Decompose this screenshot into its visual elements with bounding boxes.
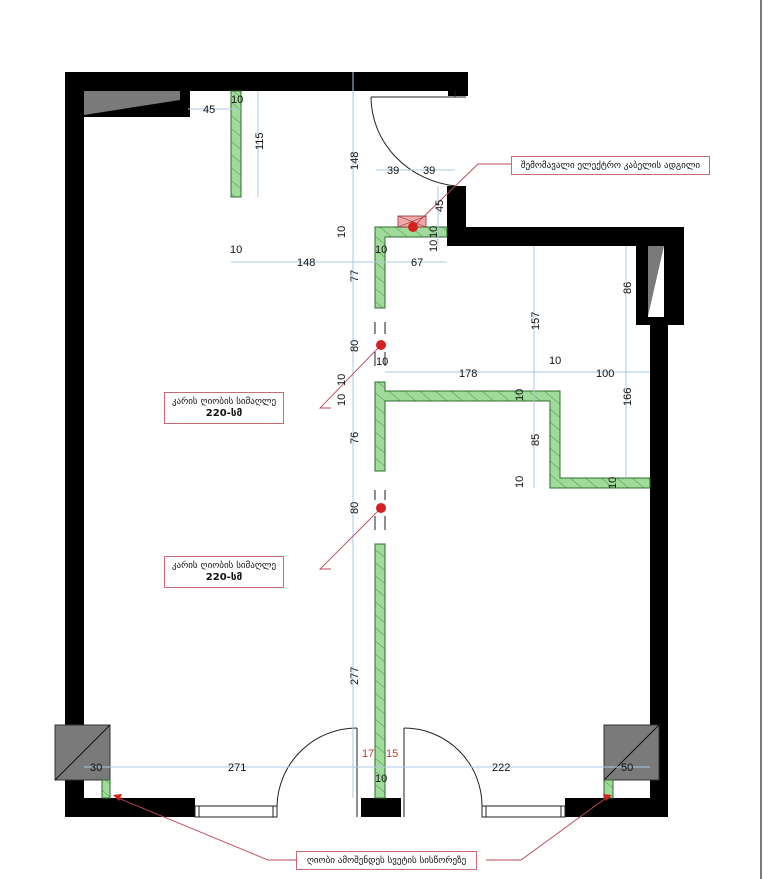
svg-text:15: 15 bbox=[386, 748, 398, 760]
svg-text:166: 166 bbox=[622, 388, 634, 406]
column-bottom-left bbox=[54, 724, 111, 781]
svg-text:45: 45 bbox=[203, 104, 215, 116]
svg-text:178: 178 bbox=[459, 368, 477, 380]
cable-marker bbox=[408, 222, 418, 232]
niche-wedge-top-left bbox=[84, 91, 180, 115]
door-opening-note-2: კარის ღიობის სიმაღლე 220-სმ bbox=[164, 556, 284, 588]
svg-text:10: 10 bbox=[336, 394, 348, 406]
svg-text:10: 10 bbox=[376, 356, 388, 368]
page-edge bbox=[760, 0, 762, 879]
svg-text:77: 77 bbox=[349, 270, 361, 282]
svg-text:86: 86 bbox=[622, 282, 634, 294]
door-opening-note-1: კარის ღიობის სიმაღლე 220-სმ bbox=[164, 392, 284, 424]
door-openings bbox=[374, 322, 386, 530]
opening-closure-note: ღიობი ამოშენდეს სვეტის სისწორეზე bbox=[296, 851, 477, 870]
svg-text:10: 10 bbox=[375, 244, 387, 256]
svg-text:115: 115 bbox=[254, 132, 266, 150]
door-bottom-right bbox=[403, 727, 483, 817]
svg-text:10: 10 bbox=[428, 226, 440, 238]
arrow-head-left bbox=[113, 794, 122, 801]
door-opening-note-2-line2: 220-სმ bbox=[205, 572, 243, 583]
door-opening-note-1-line2: 220-სმ bbox=[205, 408, 243, 419]
svg-text:10: 10 bbox=[375, 773, 387, 785]
opening-marker-top bbox=[376, 340, 386, 350]
svg-text:17: 17 bbox=[362, 748, 374, 760]
svg-text:10: 10 bbox=[231, 94, 243, 106]
window-bottom-left bbox=[194, 805, 278, 818]
svg-text:222: 222 bbox=[492, 762, 510, 774]
svg-text:10: 10 bbox=[230, 244, 242, 256]
column-bottom-right bbox=[603, 724, 660, 781]
svg-text:10: 10 bbox=[607, 477, 619, 489]
svg-text:10: 10 bbox=[549, 355, 561, 367]
existing-walls bbox=[65, 72, 684, 817]
cable-entry-note: შემომავალი ელექტრო კაბელის ადგილი bbox=[511, 156, 710, 175]
svg-text:10: 10 bbox=[514, 476, 526, 488]
dimension-labels: 45 10 115 148 39 39 45 10 10 10 148 67 1… bbox=[90, 94, 634, 785]
opening-marker-bottom bbox=[376, 503, 386, 513]
cable-entry-box bbox=[397, 215, 427, 228]
svg-text:76: 76 bbox=[349, 432, 361, 444]
svg-text:148: 148 bbox=[349, 152, 361, 170]
svg-text:100: 100 bbox=[596, 368, 614, 380]
svg-text:39: 39 bbox=[387, 165, 399, 177]
svg-text:39: 39 bbox=[423, 165, 435, 177]
window-bottom-right bbox=[481, 805, 566, 818]
arrow-head-right bbox=[603, 794, 612, 801]
door-opening-note-1-line1: კარის ღიობის სიმაღლე bbox=[171, 397, 277, 407]
svg-text:148: 148 bbox=[297, 257, 315, 269]
door-opening-note-2-line1: კარის ღიობის სიმაღლე bbox=[171, 561, 277, 571]
svg-text:271: 271 bbox=[228, 762, 246, 774]
cable-entry-note-text: შემომავალი ელექტრო კაბელის ადგილი bbox=[520, 161, 701, 171]
svg-text:157: 157 bbox=[530, 312, 542, 330]
svg-text:277: 277 bbox=[349, 667, 361, 685]
dimension-lines bbox=[84, 72, 650, 798]
svg-text:80: 80 bbox=[349, 340, 361, 352]
opening-closure-note-text: ღიობი ამოშენდეს სვეტის სისწორეზე bbox=[306, 856, 467, 866]
door-top bbox=[370, 91, 466, 187]
door-bottom-left bbox=[276, 727, 358, 817]
svg-text:10: 10 bbox=[514, 389, 526, 401]
svg-text:45: 45 bbox=[434, 200, 446, 212]
new-partitions bbox=[101, 90, 651, 799]
svg-text:67: 67 bbox=[411, 257, 423, 269]
svg-text:85: 85 bbox=[530, 434, 542, 446]
svg-text:80: 80 bbox=[349, 502, 361, 514]
svg-text:30: 30 bbox=[90, 762, 102, 774]
svg-text:10: 10 bbox=[336, 226, 348, 238]
leader-lines bbox=[117, 163, 607, 861]
svg-text:50: 50 bbox=[621, 762, 633, 774]
niche-wedge-right bbox=[648, 246, 664, 316]
svg-text:10: 10 bbox=[336, 374, 348, 386]
svg-text:10: 10 bbox=[428, 240, 440, 252]
